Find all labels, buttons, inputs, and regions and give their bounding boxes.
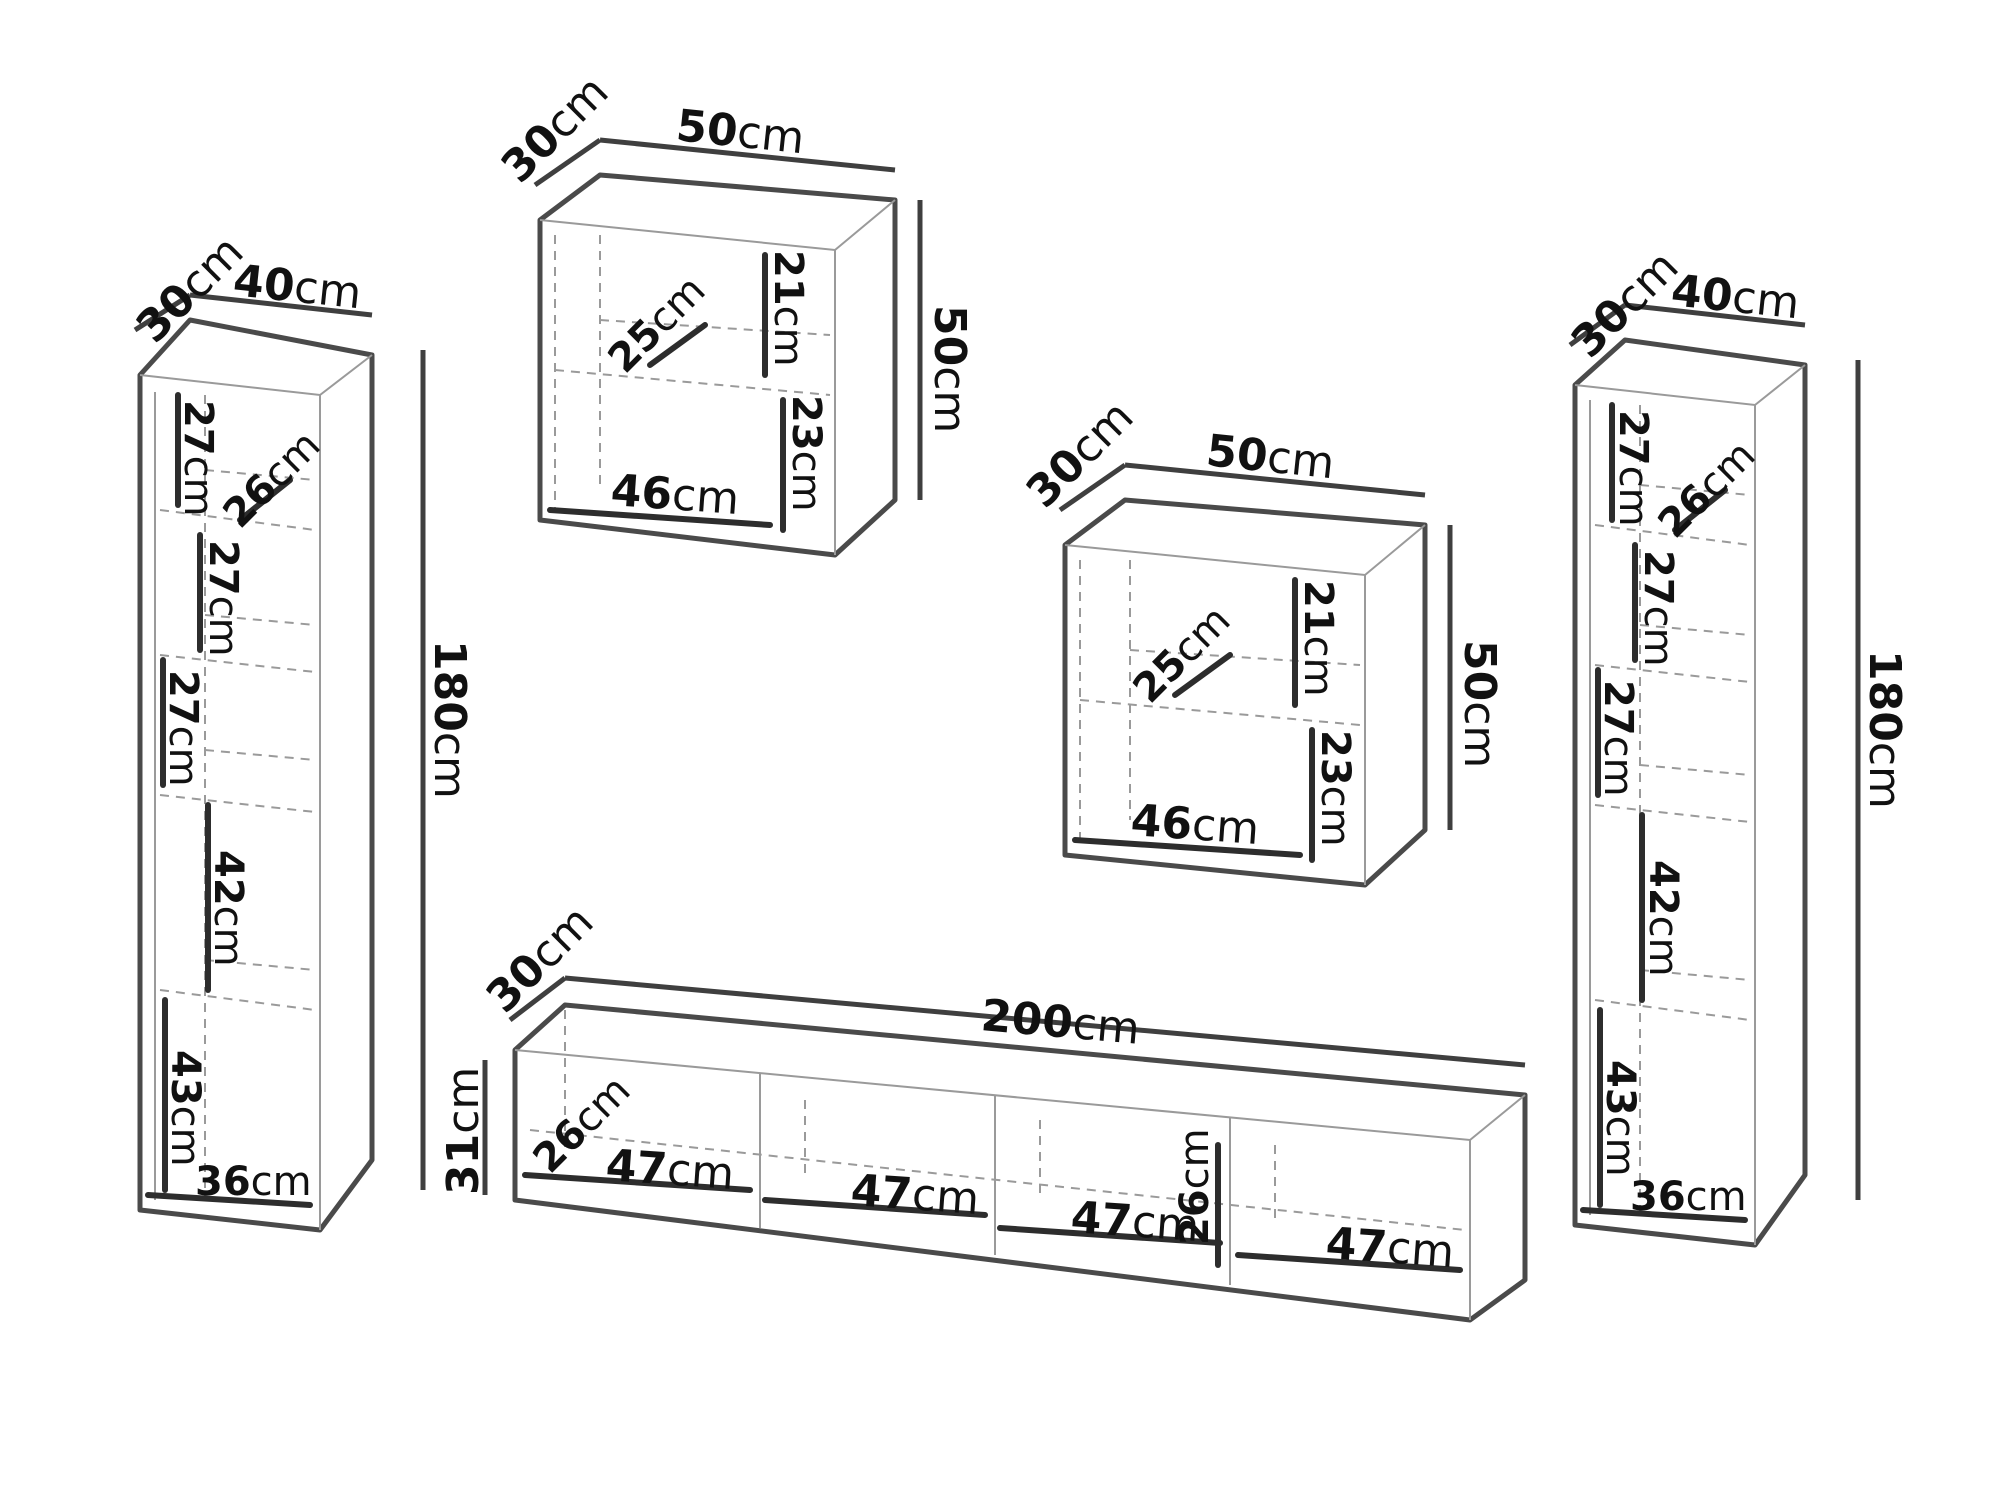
left-shelf-3-label: 27cm	[160, 670, 206, 787]
tv-inner-height-label: 26cm	[1172, 1128, 1218, 1245]
left-cabinet: 30cm 40cm 180cm 27cm 27cm 27cm 42cm 43cm…	[127, 226, 475, 1233]
left-width-label: 40cm	[231, 255, 364, 319]
right-shelf-2-label: 27cm	[1635, 550, 1681, 667]
left-height-label: 180cm	[424, 640, 475, 799]
tv-height-label: 31cm	[438, 1067, 489, 1195]
top1-upper-label: 21cm	[765, 250, 811, 367]
top1-inner-depth-label: 25cm	[600, 267, 715, 382]
right-shelf-5-label: 43cm	[1597, 1060, 1643, 1177]
top2-height-label: 50cm	[1454, 640, 1505, 768]
top-cabinet-2: 30cm 50cm 50cm 21cm 23cm 25cm 46cm	[1017, 391, 1505, 888]
tv-compartment-2-label: 47cm	[849, 1165, 981, 1225]
right-shelf-1-label: 27cm	[1610, 410, 1656, 527]
top-cabinet-1-body	[537, 172, 898, 558]
tv-width-label: 200cm	[979, 990, 1142, 1055]
tv-compartment-3-label: 47cm	[1069, 1192, 1201, 1252]
right-cabinet: 30cm 40cm 180cm 27cm 27cm 27cm 42cm 43cm…	[1562, 241, 1910, 1248]
right-width-label: 40cm	[1669, 265, 1802, 329]
top1-lower-label: 23cm	[783, 395, 829, 512]
top1-height-label: 50cm	[924, 305, 975, 433]
tv-compartment-4-label: 47cm	[1324, 1218, 1456, 1278]
tv-depth-label: 30cm	[477, 896, 604, 1023]
right-height-label: 180cm	[1859, 650, 1910, 809]
top2-inner-width-label: 46cm	[1129, 795, 1261, 855]
right-inner-width-label: 36cm	[1630, 1174, 1747, 1220]
left-inner-width-label: 36cm	[195, 1159, 312, 1205]
right-shelf-3-label: 27cm	[1595, 680, 1641, 797]
right-shelf-4-label: 42cm	[1640, 860, 1686, 977]
tv-stand: 30cm 200cm 31cm 26cm 26cm 47cm 47cm 47cm…	[438, 896, 1528, 1323]
left-shelf-2-label: 27cm	[200, 540, 246, 657]
left-shelf-1-label: 27cm	[175, 400, 221, 517]
left-shelf-4-label: 42cm	[205, 850, 251, 967]
left-shelf-5-label: 43cm	[162, 1050, 208, 1167]
tv-compartment-1-label: 47cm	[604, 1140, 736, 1200]
top1-inner-width-label: 46cm	[609, 465, 741, 525]
top-cabinet-2-body	[1062, 497, 1428, 888]
tv-stand-body	[512, 1002, 1528, 1323]
top2-lower-label: 23cm	[1312, 730, 1358, 847]
top1-width-label: 50cm	[674, 100, 807, 164]
top2-width-label: 50cm	[1204, 425, 1337, 489]
top-cabinet-1: 30cm 50cm 50cm 21cm 23cm 25cm 46cm	[492, 66, 975, 558]
top2-upper-label: 21cm	[1295, 580, 1341, 697]
